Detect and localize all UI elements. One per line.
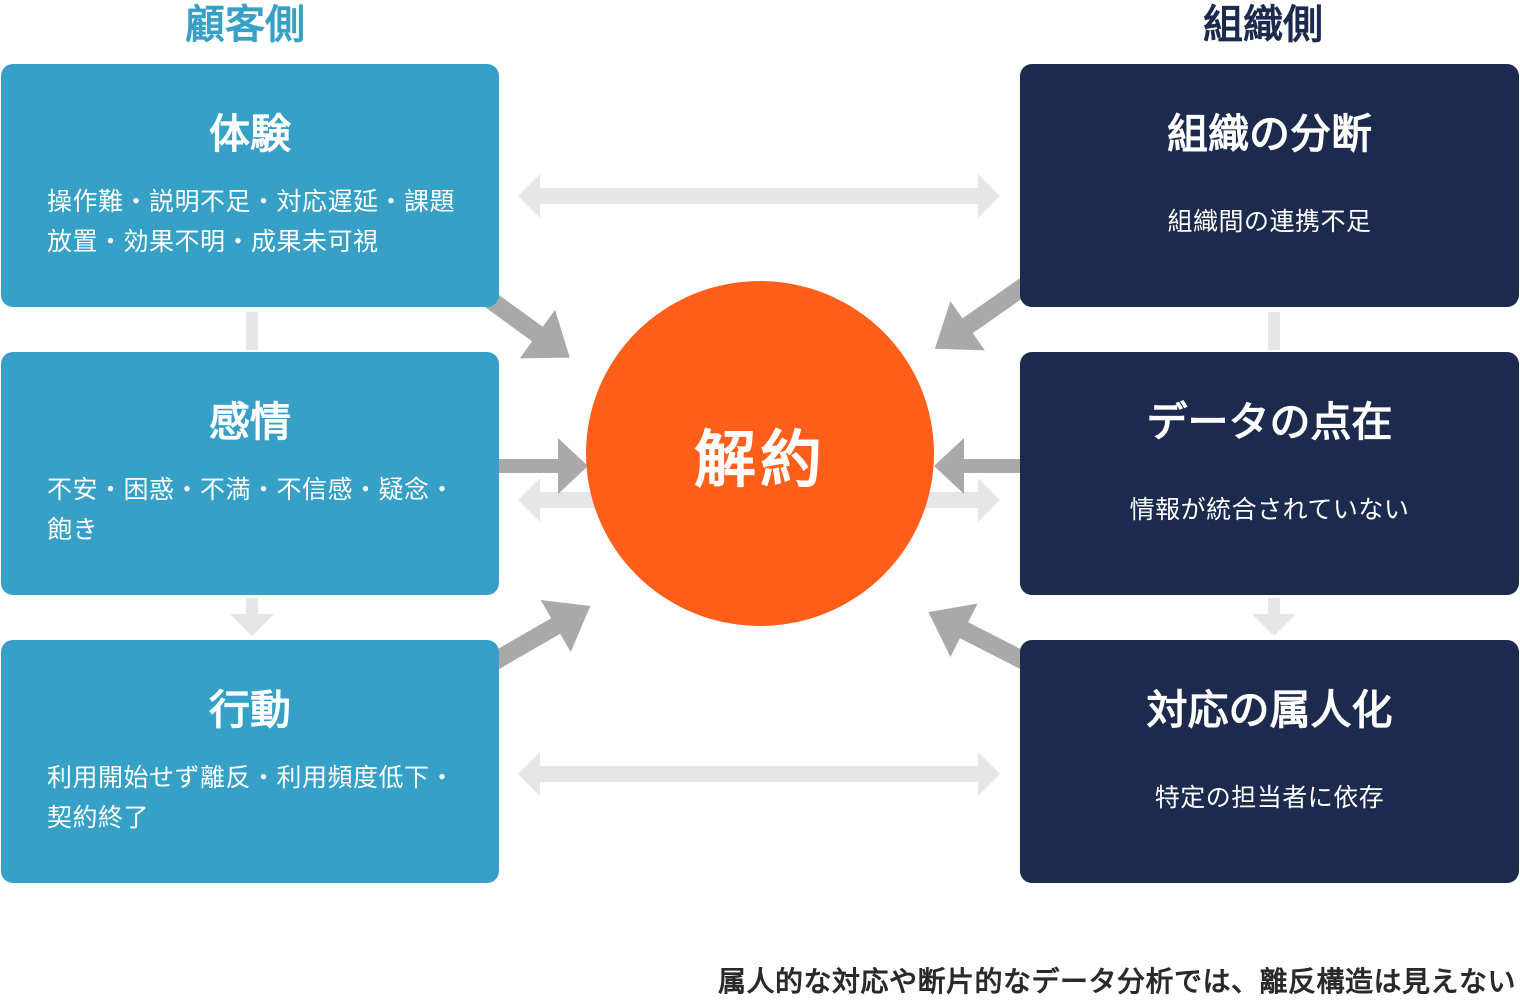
person-dependency-box: 対応の属人化 特定の担当者に依存 [1020,640,1519,883]
connector-customer-1-2 [246,312,258,350]
arrow-person-to-center [928,603,1051,681]
double-arrow-bottom [518,752,1000,796]
emotion-text: 不安・困惑・不満・不信感・疑念・飽き [47,475,456,544]
org-silo-box: 組織の分断 組織間の連携不足 [1020,64,1519,307]
experience-box: 体験 操作難・説明不足・対応遅延・課題放置・効果不明・成果未可視 [1,64,499,307]
customer-side-heading: 顧客側 [185,2,305,48]
double-arrow-top [518,174,1000,218]
arrow-silo-to-center [934,265,1049,351]
data-scatter-title: データの点在 [1146,398,1393,446]
experience-title: 体験 [209,110,291,158]
churn-circle: 解約 [586,281,934,626]
connector-org-1-2 [1268,312,1280,350]
person-dependency-text: 特定の担当者に依存 [1154,783,1385,812]
emotion-title: 感情 [209,398,291,446]
data-scatter-text: 情報が統合されていない [1129,495,1410,524]
org-side-heading: 組織側 [1203,2,1323,48]
arrow-emotion-to-center [450,438,588,494]
experience-text: 操作難・説明不足・対応遅延・課題放置・効果不明・成果未可視 [47,187,456,256]
person-dependency-title: 対応の属人化 [1146,686,1393,734]
org-silo-title: 組織の分断 [1167,110,1372,158]
emotion-box: 感情 不安・困惑・不満・不信感・疑念・飽き [1,352,499,595]
arrow-org-2-3 [1252,598,1296,636]
churn-label: 解約 [693,422,826,496]
action-title: 行動 [209,686,291,734]
action-box: 行動 利用開始せず離反・利用頻度低下・契約終了 [1,640,499,883]
footer-note: 属人的な対応や断片的なデータ分析では、離反構造は見えない [717,965,1516,998]
action-text: 利用開始せず離反・利用頻度低下・契約終了 [47,763,456,832]
arrow-customer-2-3 [230,598,274,636]
org-silo-text: 組織間の連携不足 [1167,207,1372,236]
arrow-action-to-center [471,600,591,680]
arrow-data-to-center [934,438,1072,494]
data-scatter-box: データの点在 情報が統合されていない [1020,352,1519,595]
